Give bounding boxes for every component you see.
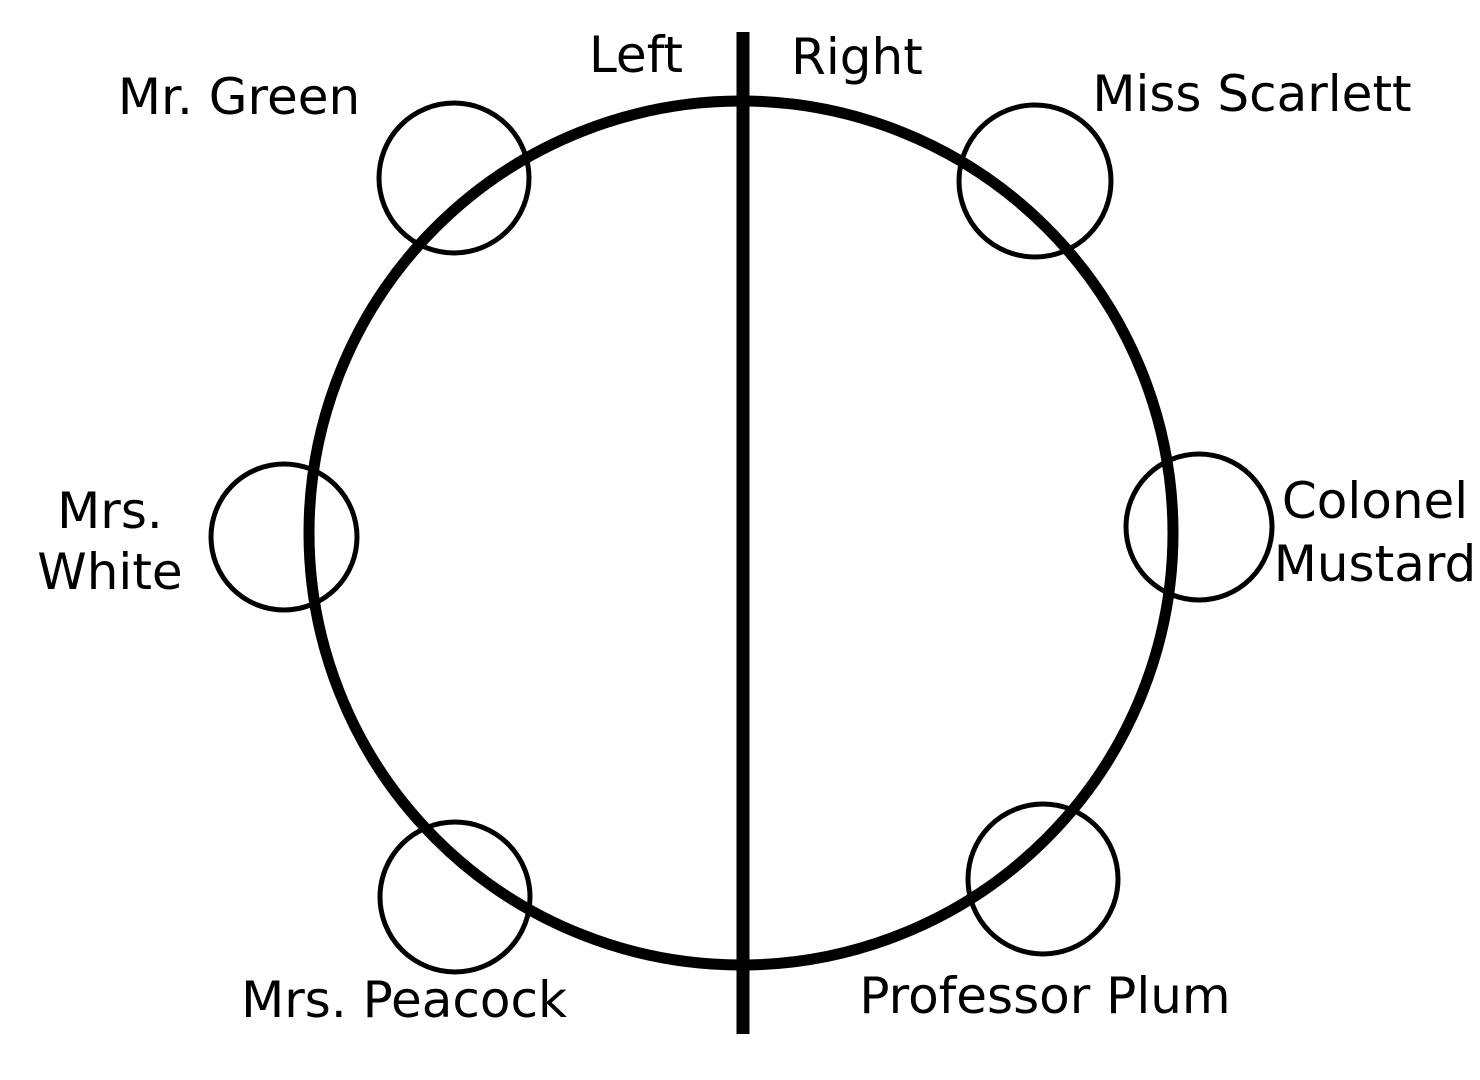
left-side-label: Left xyxy=(589,26,683,84)
seat-miss-scarlett xyxy=(956,102,1114,260)
label-mrs-peacock: Mrs. Peacock xyxy=(241,971,567,1029)
label-miss-scarlett: Miss Scarlett xyxy=(1092,65,1411,123)
label-colonel-mustard-line1: Colonel xyxy=(1282,472,1468,530)
seat-mrs-white xyxy=(208,461,360,613)
seat-mrs-peacock xyxy=(377,819,533,975)
seat-mr-green xyxy=(376,100,532,256)
label-professor-plum: Professor Plum xyxy=(859,967,1230,1025)
seat-colonel-mustard xyxy=(1123,451,1275,603)
seat-professor-plum xyxy=(965,801,1121,957)
label-mrs-white-line1: Mrs. xyxy=(57,482,163,540)
label-colonel-mustard-line2: Mustard xyxy=(1274,535,1477,593)
right-side-label: Right xyxy=(791,28,923,86)
label-mrs-white-line2: White xyxy=(37,543,182,601)
label-mr-green: Mr. Green xyxy=(118,68,360,126)
